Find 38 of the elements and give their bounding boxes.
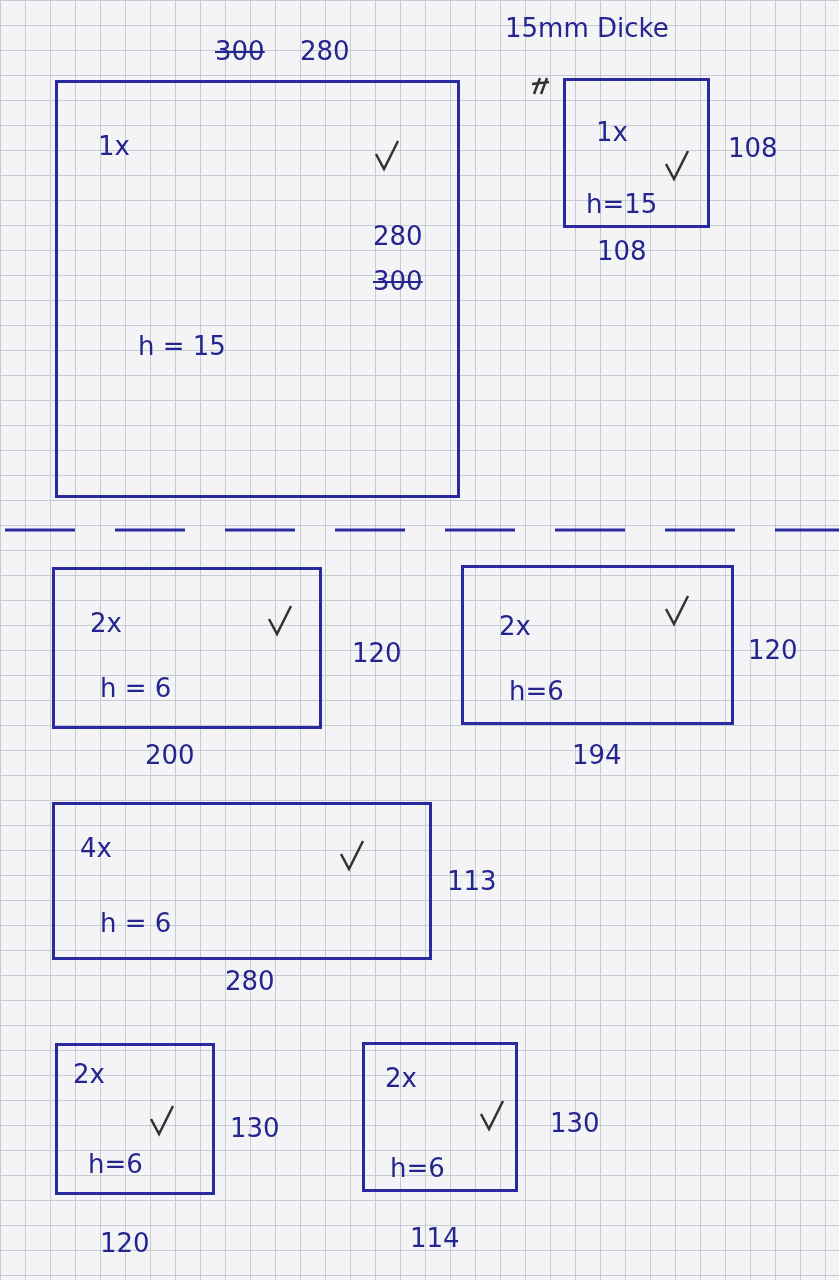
rectangle-part xyxy=(461,565,734,725)
dimension-label: 200 xyxy=(145,742,195,768)
handwritten-note: 1x xyxy=(98,133,130,159)
dimension-label: 108 xyxy=(597,238,647,264)
handwritten-note: h=6 xyxy=(509,678,564,704)
handwritten-note: 2x xyxy=(499,613,531,639)
dimension-label: 120 xyxy=(352,640,402,666)
handwritten-note: h=6 xyxy=(390,1155,445,1181)
handwritten-note: 280 xyxy=(373,223,423,249)
dimension-label: 194 xyxy=(572,742,622,768)
rectangle-part xyxy=(55,80,460,498)
handwritten-note: 300 xyxy=(373,268,423,294)
handwritten-note: h=6 xyxy=(88,1151,143,1177)
rectangle-part xyxy=(52,802,432,960)
handwritten-note: 4x xyxy=(80,835,112,861)
handwritten-note: 2x xyxy=(385,1065,417,1091)
handwritten-note: h=15 xyxy=(586,191,658,217)
rectangle-part xyxy=(52,567,322,729)
handwritten-note: h = 15 xyxy=(138,333,226,359)
handwritten-note: 2x xyxy=(90,610,122,636)
handwritten-note: 1x xyxy=(596,119,628,145)
handwritten-note: h = 6 xyxy=(100,675,172,701)
heading-note: 15mm Dicke xyxy=(505,15,669,41)
dimension-label: 108 xyxy=(728,135,778,161)
handwritten-note: 2x xyxy=(73,1061,105,1087)
rectangle-part xyxy=(362,1042,518,1192)
rectangle-part xyxy=(55,1043,215,1195)
dimension-label: 120 xyxy=(748,637,798,663)
dimension-label: 280 xyxy=(300,38,350,64)
rectangle-part xyxy=(563,78,710,228)
dimension-label: 114 xyxy=(410,1225,460,1251)
dimension-label: 113 xyxy=(447,868,497,894)
dimension-label: 120 xyxy=(100,1230,150,1256)
handwritten-note: h = 6 xyxy=(100,910,172,936)
dimension-label: 280 xyxy=(225,968,275,994)
dimension-label: 130 xyxy=(550,1110,600,1136)
dimension-label: 130 xyxy=(230,1115,280,1141)
dimension-label: 300 xyxy=(215,38,265,64)
